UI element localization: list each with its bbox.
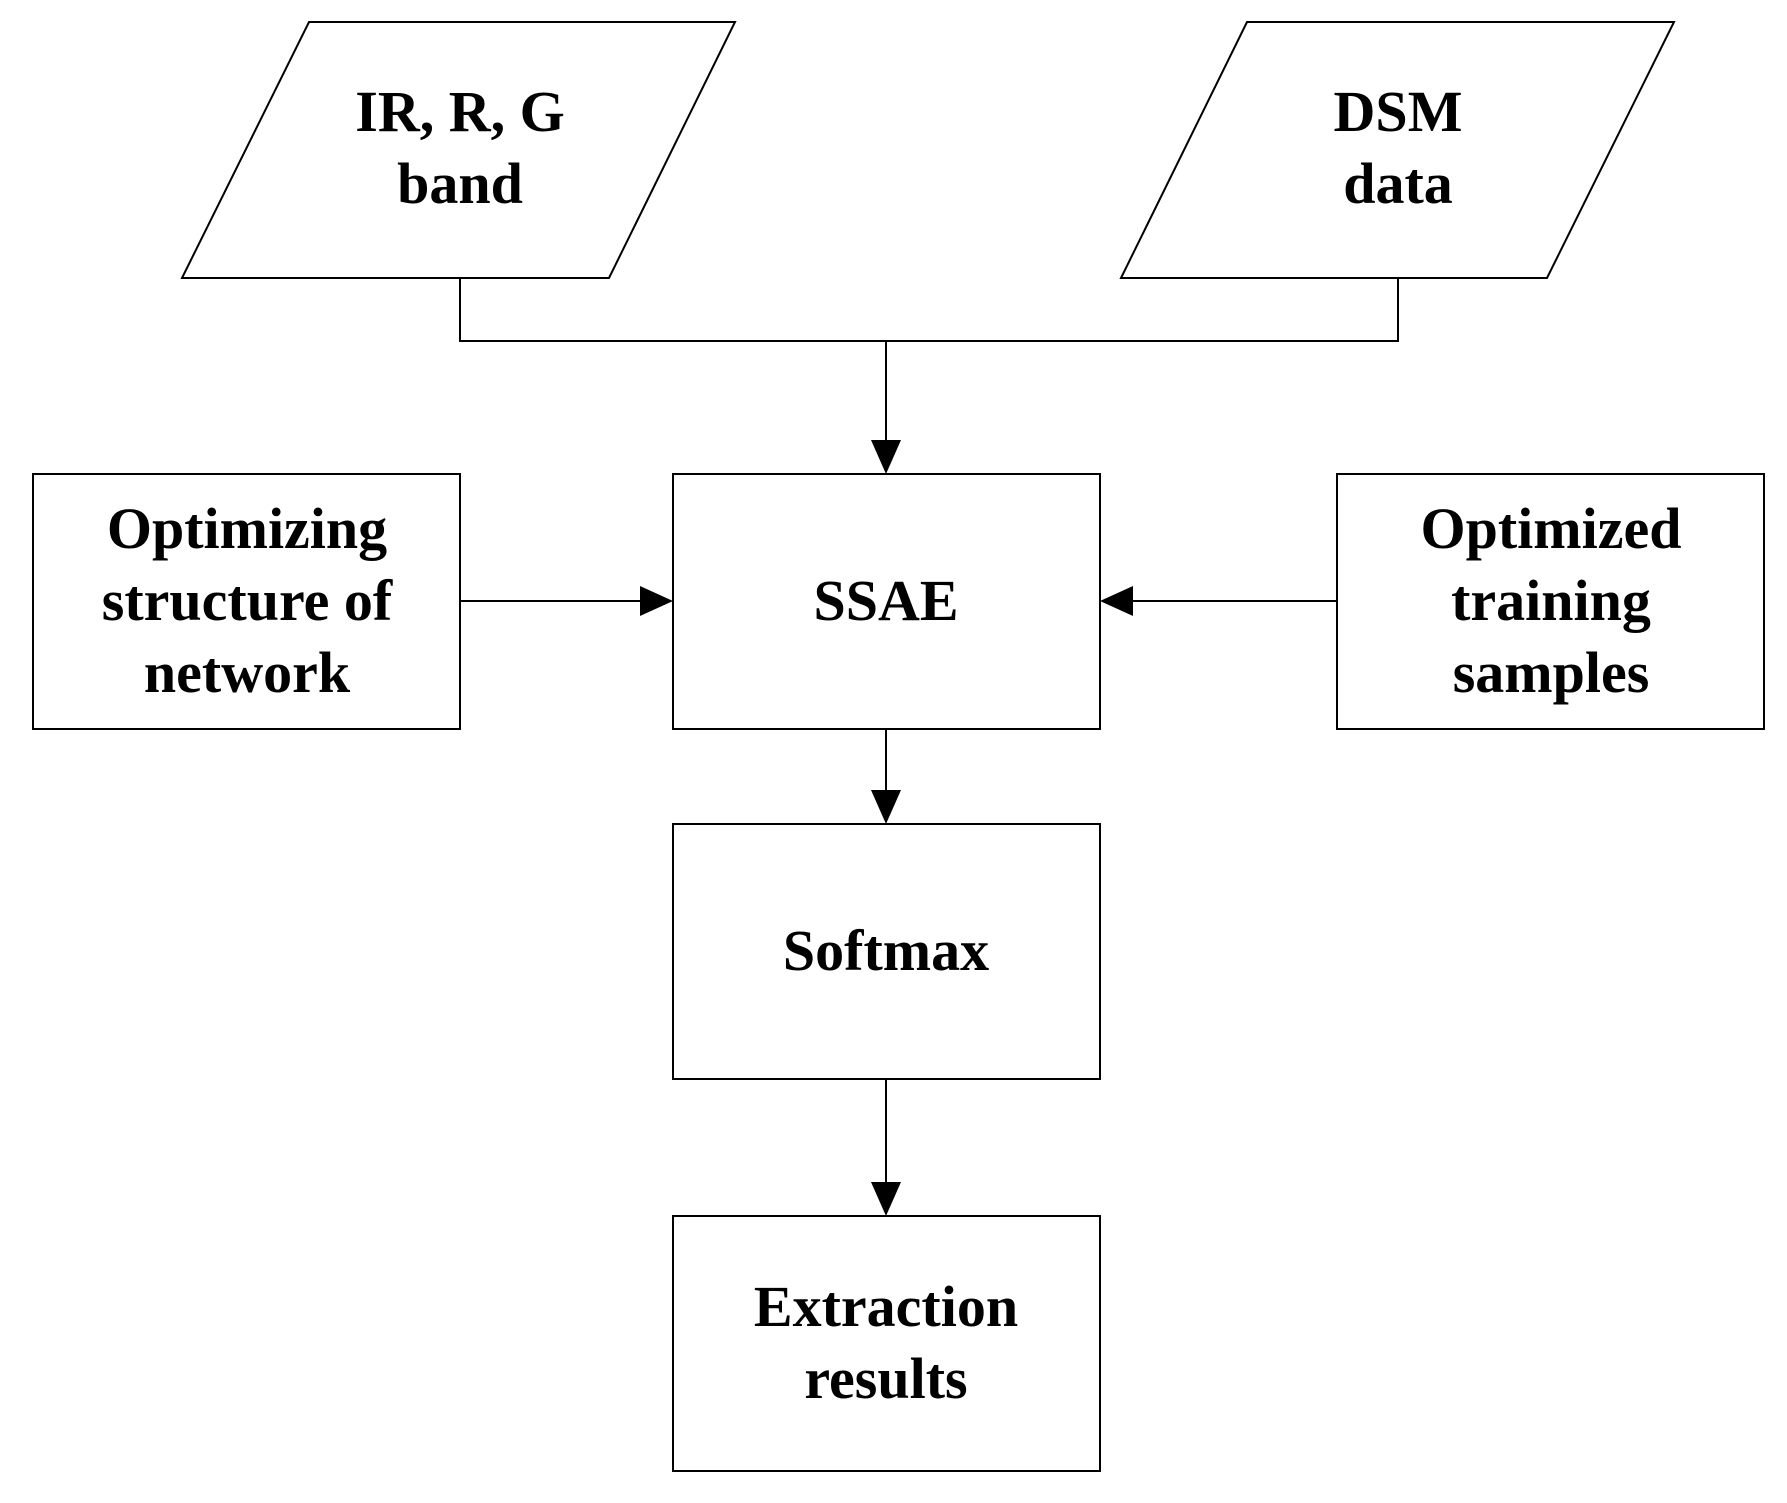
node-input-bands-line-2: band [397, 151, 523, 216]
edge-softmax-to-extraction [871, 1079, 901, 1216]
node-input-dsm-line-1: DSM [1334, 79, 1463, 144]
node-input-dsm: DSM data [1119, 21, 1676, 279]
node-optimized-samples-line-2: training [1451, 568, 1651, 633]
node-softmax-label: Softmax [783, 918, 989, 983]
node-ssae-label: SSAE [813, 568, 958, 633]
arrowhead-down-icon [871, 790, 901, 824]
node-optimizing-structure: Optimizing structure of network [32, 473, 461, 730]
node-ssae: SSAE [672, 473, 1101, 730]
node-extraction-results-line-2: results [804, 1346, 967, 1411]
arrowhead-down-icon [871, 440, 901, 474]
node-optimized-samples: Optimized training samples [1336, 473, 1765, 730]
edge-merge-to-ssae [871, 341, 901, 474]
node-extraction-results-line-1: Extraction [754, 1274, 1018, 1339]
arrowhead-right-icon [640, 586, 673, 616]
edge-ssae-to-softmax [871, 729, 901, 824]
arrowhead-down-icon [871, 1182, 901, 1216]
node-input-dsm-line-2: data [1343, 151, 1453, 216]
node-softmax: Softmax [672, 823, 1101, 1080]
edge-input-dsm-to-ssae [886, 278, 1399, 342]
node-optimized-samples-line-1: Optimized [1421, 496, 1682, 561]
node-input-bands: IR, R, G band [180, 21, 737, 279]
node-extraction-results: Extraction results [672, 1215, 1101, 1472]
edge-optimized-samples-to-ssae [1100, 586, 1337, 616]
edge-optimizing-structure-to-ssae [460, 586, 673, 616]
node-optimizing-structure-line-2: structure of [102, 568, 393, 633]
node-optimizing-structure-line-1: Optimizing [107, 496, 387, 561]
node-optimized-samples-line-3: samples [1453, 640, 1650, 705]
node-optimizing-structure-line-3: network [144, 640, 351, 705]
edge-input-bands-to-ssae [459, 278, 886, 342]
arrowhead-left-icon [1100, 586, 1133, 616]
node-input-bands-line-1: IR, R, G [355, 79, 564, 144]
